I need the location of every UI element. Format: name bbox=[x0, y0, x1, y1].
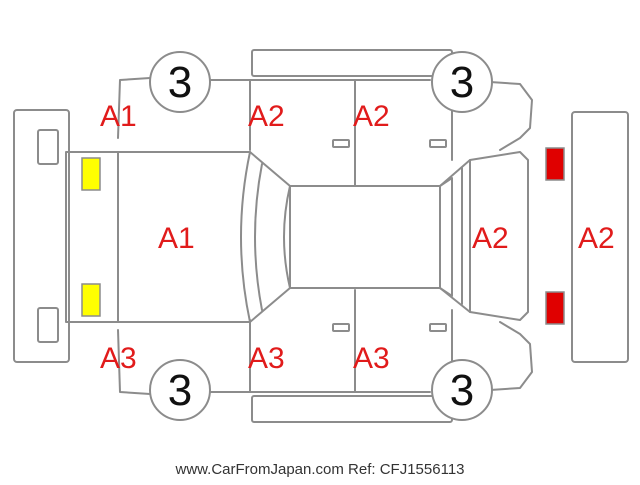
wheel-front-left-rating: 3 bbox=[168, 58, 192, 107]
wheel-front-right-rating: 3 bbox=[168, 366, 192, 415]
bottom-side-profile bbox=[117, 289, 533, 395]
damage-code-top-rear-door: A2 bbox=[353, 100, 390, 133]
left-side-skirt bbox=[251, 49, 453, 77]
front-light-marker-top bbox=[81, 157, 101, 191]
watermark-text: www.CarFromJapan.com Ref: CFJ1556113 bbox=[175, 461, 465, 478]
damage-code-top-front-fender: A1 bbox=[100, 100, 137, 133]
rear-light-marker-top bbox=[545, 147, 565, 181]
damage-code-bottom-front-fender: A3 bbox=[100, 342, 137, 375]
damage-code-top-front-door: A2 bbox=[248, 100, 285, 133]
damage-code-trunk-lid: A2 bbox=[472, 222, 509, 255]
damage-code-bottom-rear-door: A3 bbox=[353, 342, 390, 375]
front-bumper bbox=[13, 109, 70, 363]
wheel-front-left: 3 bbox=[149, 51, 211, 113]
damage-code-rear-panel: A2 bbox=[578, 222, 615, 255]
wheel-rear-right-rating: 3 bbox=[450, 366, 474, 415]
rear-light-marker-bottom bbox=[545, 291, 565, 325]
wheel-rear-left-rating: 3 bbox=[450, 58, 474, 107]
car-body-top-view bbox=[65, 151, 529, 323]
front-light-marker-bottom bbox=[81, 283, 101, 317]
damage-code-hood: A1 bbox=[158, 222, 195, 255]
wheel-rear-right: 3 bbox=[431, 359, 493, 421]
rear-bumper bbox=[571, 111, 629, 363]
right-side-skirt bbox=[251, 395, 453, 423]
wheel-rear-left: 3 bbox=[431, 51, 493, 113]
damage-code-bottom-front-door: A3 bbox=[248, 342, 285, 375]
wheel-front-right: 3 bbox=[149, 359, 211, 421]
